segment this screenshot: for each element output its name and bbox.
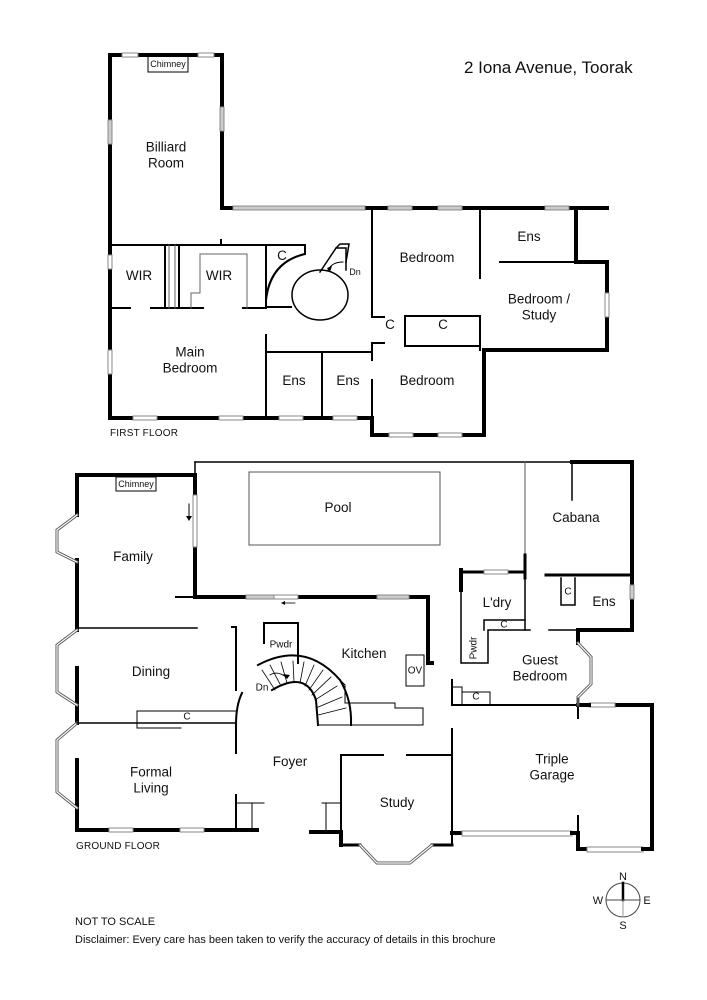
guest-cupboard-label: C bbox=[472, 691, 480, 703]
formal-living-label: Formal Living bbox=[129, 764, 173, 795]
ensuite-cupboard-label: C bbox=[564, 586, 572, 598]
guest-bedroom-label: Guest Bedroom bbox=[512, 652, 568, 683]
wir-2-label: WIR bbox=[205, 268, 233, 284]
kitchen-label: Kitchen bbox=[341, 646, 387, 662]
bedroom-bottom-label: Bedroom bbox=[399, 373, 455, 389]
cabana-label: Cabana bbox=[552, 510, 600, 526]
ground-floor-label: GROUND FLOOR bbox=[76, 841, 161, 852]
stair-cupboard-label: C bbox=[277, 248, 287, 264]
long-cupboard-label: C bbox=[438, 317, 448, 333]
laundry-label: L'dry bbox=[482, 595, 512, 611]
disclaimer-text: Disclaimer: Every care has been taken to… bbox=[75, 934, 496, 946]
foyer-label: Foyer bbox=[272, 754, 308, 770]
compass-north-label: N bbox=[619, 871, 627, 883]
ensuite-2-label: Ens bbox=[336, 373, 360, 389]
bedroom-study-label: Bedroom / Study bbox=[507, 291, 571, 322]
ground-floor-chimney-label: Chimney bbox=[118, 478, 154, 489]
dining-cupboard-label: C bbox=[183, 711, 191, 723]
wir-1-label: WIR bbox=[125, 268, 153, 284]
family-room-label: Family bbox=[113, 549, 153, 565]
dining-room-label: Dining bbox=[131, 664, 171, 680]
not-to-scale-note: NOT TO SCALE bbox=[75, 916, 156, 928]
pool-label: Pool bbox=[324, 500, 352, 516]
billiard-room-label: Billiard Room bbox=[145, 139, 187, 170]
main-bedroom-label: Main Bedroom bbox=[162, 344, 218, 375]
compass-west-label: W bbox=[592, 895, 604, 907]
laundry-cupboard-label: C bbox=[500, 619, 508, 631]
triple-garage-label: Triple Garage bbox=[529, 751, 575, 782]
study-label: Study bbox=[379, 795, 415, 811]
oven-label: OV bbox=[407, 665, 423, 677]
ensuite-top-label: Ens bbox=[517, 229, 541, 245]
powder-room-2-label: Pwdr bbox=[468, 636, 480, 660]
first-floor-label: FIRST FLOOR bbox=[110, 428, 179, 439]
first-floor-stairs-down-label: Dn bbox=[349, 266, 361, 277]
compass-east-label: E bbox=[643, 895, 651, 907]
ensuite-1-label: Ens bbox=[282, 373, 306, 389]
powder-room-label: Pwdr bbox=[269, 639, 293, 651]
first-floor-chimney-label: Chimney bbox=[150, 58, 186, 69]
small-cupboard-label: C bbox=[385, 317, 395, 333]
property-address-title: 2 Iona Avenue, Toorak bbox=[464, 58, 633, 77]
ground-ensuite-label: Ens bbox=[592, 594, 616, 610]
ground-floor-stairs-down-label: Dn bbox=[255, 682, 269, 694]
bedroom-top-label: Bedroom bbox=[399, 250, 455, 266]
compass-south-label: S bbox=[619, 920, 627, 932]
